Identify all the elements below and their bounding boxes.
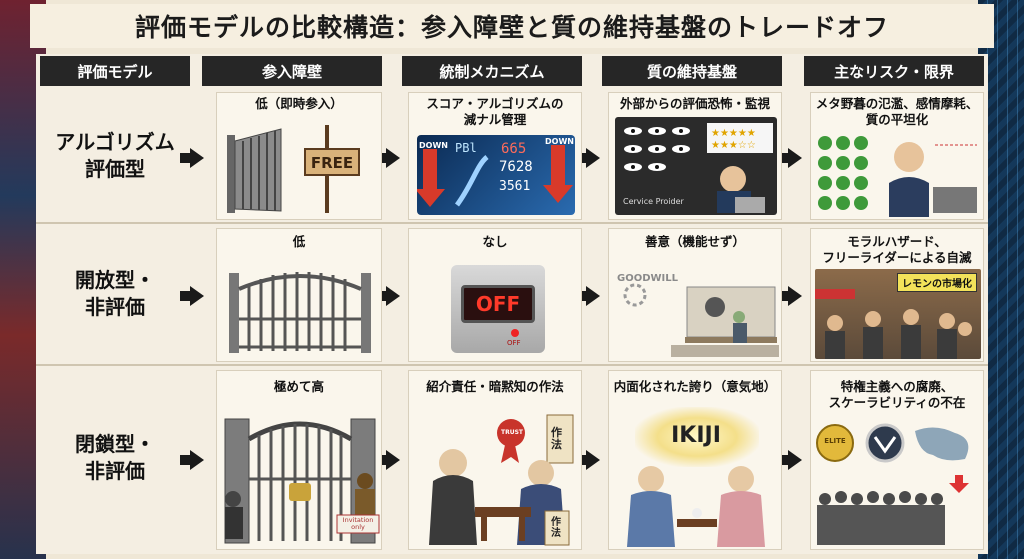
comparison-table: 評価モデル 参入障壁 統制メカニズム 質の維持基盤 主なリスク・限界 アルゴリズ… — [36, 54, 988, 554]
invitation-sign: Invitation only — [342, 516, 374, 532]
arrow-icon — [778, 148, 802, 168]
algorithm-screen: DOWN DOWN PBl 665 7628 3561 — [417, 135, 575, 215]
svg-text:★★★☆☆: ★★★☆☆ — [711, 140, 756, 151]
locked-gate-icon — [224, 418, 380, 544]
score-value: 665 — [501, 141, 527, 157]
off-indicator-icon — [511, 329, 519, 337]
down-label-left: DOWN — [419, 141, 448, 150]
off-button: OFF — [461, 285, 535, 323]
arrow-icon — [778, 286, 802, 306]
lemon-market-scene: レモンの市場化 — [815, 269, 981, 359]
elite-world-map-icon — [816, 423, 969, 545]
arrow-icon — [180, 286, 204, 306]
arrow-icon — [576, 286, 600, 306]
iron-gate-icon — [229, 272, 371, 353]
barrier-caption: 低 — [292, 234, 306, 249]
introduction-ceremony-icon — [429, 414, 574, 546]
cell-open-risk: モラルハザード、 フリーライダーによる自滅 レモンの市場化 — [810, 228, 984, 362]
risk-caption: 特権主義への腐廃、 スケーラビリティの不在 — [828, 379, 966, 411]
cell-open-quality: 善意（機能せず） GOODWILL — [608, 228, 782, 362]
header-risk: 主なリスク・限界 — [804, 56, 984, 86]
score-value: 7628 — [499, 159, 533, 175]
open-gate-icon — [227, 125, 360, 213]
trust-seal: TRUST — [501, 429, 523, 436]
provider-label: Cervice Proider — [623, 197, 684, 206]
surveillance-panel: ★★★★★ ★★★☆☆ Cervice Proider — [615, 117, 777, 215]
header-barrier: 参入障壁 — [202, 56, 382, 86]
down-arrow-icon — [417, 145, 573, 207]
crowd-icon — [815, 289, 972, 359]
cell-algorithm-control: スコア・アルゴリズムの 減ナル管理 DOWN DOWN PBl 665 7628… — [408, 92, 582, 220]
header-control: 統制メカニズム — [402, 56, 582, 86]
goodwill-label: GOODWILL — [617, 273, 679, 284]
row-label-algorithm: アルゴリズム 評価型 — [55, 130, 175, 181]
elite-badge-label: ELITE — [824, 437, 846, 445]
off-small-label: OFF — [507, 339, 521, 347]
risk-caption: メタ野暮の氾濫、感情摩耗、 質の平坦化 — [815, 96, 979, 128]
row-label-open: 開放型・ 非評価 — [75, 268, 155, 319]
header-model: 評価モデル — [40, 56, 190, 86]
header-quality: 質の維持基盤 — [602, 56, 782, 86]
cell-closed-control: 紹介責任・暗黙知の作法 TRUST 作法 作法 — [408, 370, 582, 550]
arrow-icon — [180, 450, 204, 470]
tea-ceremony-icon — [627, 466, 765, 547]
arrow-icon — [376, 148, 400, 168]
checkmark-grid-icon — [818, 136, 977, 217]
barrier-caption: 低（即時参入） — [255, 96, 343, 111]
arrow-icon — [576, 148, 600, 168]
arrow-icon — [376, 450, 400, 470]
off-label: OFF — [475, 292, 521, 316]
off-switch-panel: OFF OFF — [451, 265, 545, 353]
row-label-closed: 閉鎖型・ 非評価 — [75, 432, 155, 483]
arrow-icon — [778, 450, 802, 470]
barrier-caption: 極めて高 — [273, 379, 324, 394]
free-sign: FREE — [310, 154, 354, 172]
cell-open-control: なし OFF OFF — [408, 228, 582, 362]
control-caption: なし — [482, 234, 508, 249]
svg-text:★★★★★: ★★★★★ — [711, 128, 756, 139]
title-bar: 評価モデルの比較構造：参入障壁と質の維持基盤のトレードオフ — [30, 4, 994, 48]
quality-caption: 善意（機能せず） — [644, 234, 745, 249]
row-divider — [36, 222, 988, 224]
row-divider — [36, 364, 988, 366]
control-caption: スコア・アルゴリズムの 減ナル管理 — [426, 96, 564, 128]
risk-caption: モラルハザード、 フリーライダーによる自滅 — [822, 234, 972, 266]
ikiji-glow — [635, 407, 759, 467]
quality-caption: 外部からの評価恐怖・監視 — [619, 96, 770, 111]
scroll-label: 作法 — [551, 517, 561, 539]
eye-icon: ★★★★★ ★★★☆☆ — [624, 123, 773, 213]
screen-tag: PBl — [455, 141, 477, 155]
ikiji-label: IKIJI — [671, 423, 721, 448]
cell-closed-barrier: 極めて高 Invitation only — [216, 370, 382, 550]
quality-caption: 内面化された誇り（意気地） — [613, 379, 777, 394]
arrow-icon — [576, 450, 600, 470]
arrow-icon — [180, 148, 204, 168]
cell-closed-quality: 内面化された誇り（意気地） IKIJI — [608, 370, 782, 550]
score-value: 3561 — [499, 179, 531, 194]
cell-algorithm-barrier: 低（即時参入） FREE — [216, 92, 382, 220]
empty-shop-icon — [623, 283, 779, 357]
lemon-banner: レモンの市場化 — [897, 273, 977, 292]
cell-closed-risk: 特権主義への腐廃、 スケーラビリティの不在 ELITE — [810, 370, 984, 550]
cell-algorithm-risk: メタ野暮の氾濫、感情摩耗、 質の平坦化 — [810, 92, 984, 220]
control-caption: 紹介責任・暗黙知の作法 — [426, 379, 564, 394]
page-title: 評価モデルの比較構造：参入障壁と質の維持基盤のトレードオフ — [134, 13, 889, 42]
arrow-icon — [376, 286, 400, 306]
cell-open-barrier: 低 — [216, 228, 382, 362]
down-label-right: DOWN — [545, 137, 574, 146]
cell-algorithm-quality: 外部からの評価恐怖・監視 ★★★★★ ★★★☆☆ — [608, 92, 782, 220]
scroll-label: 作法 — [551, 426, 562, 452]
